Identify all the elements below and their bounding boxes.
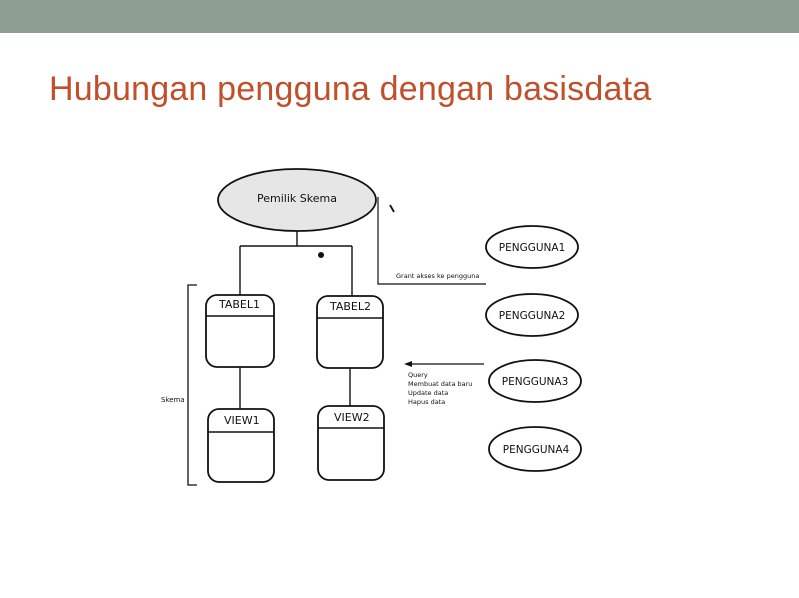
- user4-node: PENGGUNA4: [488, 426, 582, 472]
- junction-dot: [318, 252, 324, 258]
- owner-connectors: [239, 231, 353, 298]
- slide-title: Hubungan pengguna dengan basisdata: [49, 70, 652, 108]
- grant-label: Grant akses ke pengguna: [396, 272, 479, 280]
- user1-label: PENGGUNA1: [499, 242, 566, 254]
- user3-label: PENGGUNA3: [502, 376, 569, 388]
- schema-label: Skema: [161, 396, 185, 404]
- table1-label: TABEL1: [218, 298, 260, 311]
- table1-node: TABEL1: [205, 294, 275, 368]
- user2-node: PENGGUNA2: [485, 293, 579, 337]
- user4-label: PENGGUNA4: [503, 444, 570, 456]
- operation-item: Update data: [408, 389, 448, 397]
- user3-node: PENGGUNA3: [488, 359, 582, 403]
- operations-arrow: [404, 361, 484, 367]
- schema-owner-node: Pemilik Skema: [217, 168, 377, 232]
- operation-item: Query: [408, 371, 428, 379]
- table-view-connectors: [239, 367, 351, 410]
- view1-node: VIEW1: [207, 408, 275, 483]
- schema-bracket: [187, 284, 197, 486]
- user1-node: PENGGUNA1: [485, 225, 579, 269]
- view1-label: VIEW1: [224, 414, 260, 427]
- operation-item: Membuat data baru: [408, 380, 472, 388]
- top-bar: [0, 0, 799, 33]
- table2-label: TABEL2: [329, 300, 371, 313]
- operations-list: Query Membuat data baru Update data Hapu…: [408, 371, 472, 406]
- operation-item: Hapus data: [408, 398, 445, 406]
- view2-label: VIEW2: [334, 411, 370, 424]
- view2-node: VIEW2: [317, 405, 385, 481]
- user2-label: PENGGUNA2: [499, 310, 566, 322]
- grant-arrow: [377, 197, 486, 285]
- schema-owner-label: Pemilik Skema: [257, 192, 337, 205]
- table2-node: TABEL2: [316, 295, 384, 369]
